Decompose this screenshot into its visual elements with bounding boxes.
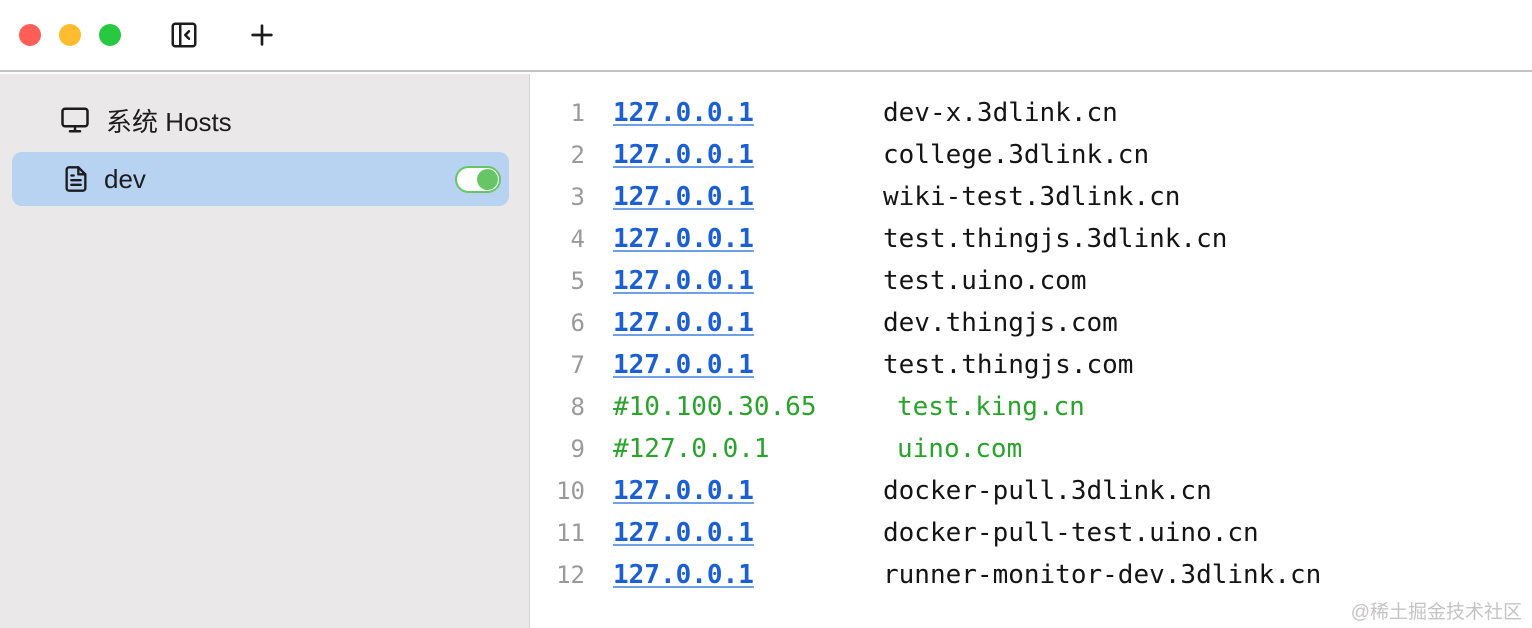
hosts-line[interactable]: 5 127.0.0.1 test.uino.com <box>531 260 1532 302</box>
hosts-line[interactable]: 9 #127.0.0.1 uino.com <box>531 428 1532 470</box>
line-number: 12 <box>556 561 585 589</box>
hosts-line[interactable]: 3 127.0.0.1 wiki-test.3dlink.cn <box>531 176 1532 218</box>
ip-address: 127.0.0.1 <box>613 518 754 548</box>
hosts-line[interactable]: 12 127.0.0.1 runner-monitor-dev.3dlink.cn <box>531 554 1532 596</box>
hostname: test.king.cn <box>897 392 1085 422</box>
line-number: 9 <box>570 435 585 463</box>
line-number: 3 <box>570 183 585 211</box>
hosts-line[interactable]: 6 127.0.0.1 dev.thingjs.com <box>531 302 1532 344</box>
hostname: uino.com <box>897 434 1023 464</box>
ip-address: #10.100.30.65 <box>613 392 817 422</box>
ip-address: 127.0.0.1 <box>613 98 754 128</box>
line-number: 7 <box>570 351 585 379</box>
hosts-line[interactable]: 4 127.0.0.1 test.thingjs.3dlink.cn <box>531 218 1532 260</box>
hostname: test.thingjs.3dlink.cn <box>883 224 1228 254</box>
monitor-icon <box>60 105 90 135</box>
ip-address: 127.0.0.1 <box>613 350 754 380</box>
hosts-line[interactable]: 2 127.0.0.1 college.3dlink.cn <box>531 134 1532 176</box>
hostname: dev-x.3dlink.cn <box>883 98 1118 128</box>
file-text-icon <box>62 165 90 193</box>
line-number: 6 <box>570 309 585 337</box>
hostname: test.uino.com <box>883 266 1087 296</box>
ip-address: 127.0.0.1 <box>613 308 754 338</box>
add-hosts-button[interactable] <box>245 18 279 52</box>
collapse-sidebar-button[interactable] <box>167 18 201 52</box>
toggle-knob <box>477 168 498 190</box>
hostname: test.thingjs.com <box>883 350 1134 380</box>
hostname: docker-pull-test.uino.cn <box>883 518 1259 548</box>
ip-address: 127.0.0.1 <box>613 560 754 590</box>
hostname: docker-pull.3dlink.cn <box>883 476 1212 506</box>
dev-enabled-toggle[interactable] <box>455 165 501 193</box>
panel-left-collapse-icon <box>169 20 199 50</box>
titlebar <box>0 0 1532 72</box>
hosts-line[interactable]: 10 127.0.0.1 docker-pull.3dlink.cn <box>531 470 1532 512</box>
ip-address: 127.0.0.1 <box>613 224 754 254</box>
hostname: runner-monitor-dev.3dlink.cn <box>883 560 1322 590</box>
traffic-lights <box>19 24 121 46</box>
line-number: 5 <box>570 267 585 295</box>
ip-address: 127.0.0.1 <box>613 182 754 212</box>
line-number: 8 <box>570 393 585 421</box>
zoom-button[interactable] <box>99 24 121 46</box>
minimize-button[interactable] <box>59 24 81 46</box>
hosts-editor[interactable]: 1 127.0.0.1 dev-x.3dlink.cn 2 127.0.0.1 colle… <box>531 74 1532 628</box>
hostname: dev.thingjs.com <box>883 308 1118 338</box>
hosts-line[interactable]: 8 #10.100.30.65 test.king.cn <box>531 386 1532 428</box>
ip-address: #127.0.0.1 <box>613 434 770 464</box>
ip-address: 127.0.0.1 <box>613 476 754 506</box>
plus-icon <box>246 19 278 51</box>
hosts-line[interactable]: 7 127.0.0.1 test.thingjs.com <box>531 344 1532 386</box>
ip-address: 127.0.0.1 <box>613 266 754 296</box>
line-number: 11 <box>556 519 585 547</box>
hosts-line[interactable]: 11 127.0.0.1 docker-pull-test.uino.cn <box>531 512 1532 554</box>
hosts-line[interactable]: 1 127.0.0.1 dev-x.3dlink.cn <box>531 92 1532 134</box>
sidebar-item-label: 系统 Hosts <box>106 106 232 137</box>
hostname: college.3dlink.cn <box>883 140 1150 170</box>
sidebar-item-dev[interactable]: dev <box>12 152 509 206</box>
hostname: wiki-test.3dlink.cn <box>883 182 1181 212</box>
sidebar: 系统 Hosts dev <box>0 74 530 628</box>
line-number: 10 <box>556 477 585 505</box>
line-number: 2 <box>570 141 585 169</box>
ip-address: 127.0.0.1 <box>613 140 754 170</box>
sidebar-item-system-hosts[interactable]: 系统 Hosts <box>0 98 529 142</box>
hosts-lines: 1 127.0.0.1 dev-x.3dlink.cn 2 127.0.0.1 colle… <box>531 92 1532 596</box>
line-number: 4 <box>570 225 585 253</box>
close-button[interactable] <box>19 24 41 46</box>
line-number: 1 <box>570 99 585 127</box>
sidebar-item-label: dev <box>104 163 146 194</box>
